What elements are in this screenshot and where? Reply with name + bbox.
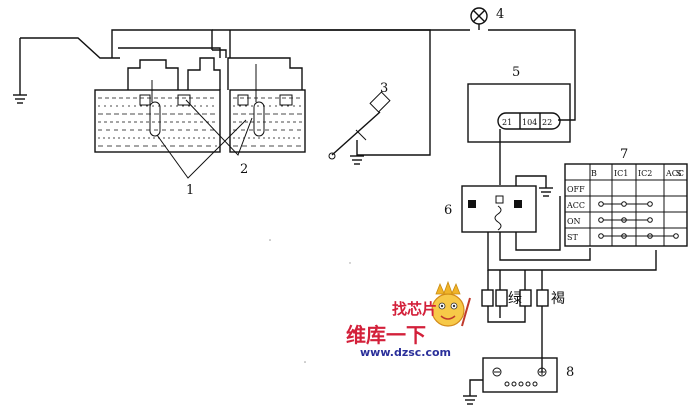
switch-row-acc: ACC [566, 201, 585, 210]
callout-8: 8 [566, 365, 574, 380]
fuel-tank-right [227, 57, 306, 153]
relay-pin-22: 22 [542, 118, 552, 127]
watermark-logo [431, 280, 471, 327]
switch-col-acc: ACC [665, 169, 684, 178]
top-wiring [13, 29, 576, 156]
fuel-tank-left [94, 57, 221, 153]
watermark-brand: 维库一下 [346, 323, 426, 347]
relay [461, 175, 657, 271]
relay-pin-21: 21 [502, 118, 512, 127]
ignition-switch-table [564, 163, 688, 247]
fuel-sender [328, 91, 391, 165]
switch-col-ic1: IC1 [614, 169, 628, 178]
switch-row-off: OFF [567, 185, 585, 194]
watermark-url: www.dzsc.com [360, 346, 451, 359]
scan-specks [269, 239, 351, 363]
switch-col-b: B [591, 169, 597, 178]
warning-lamp [470, 7, 488, 30]
callout-1: 1 [186, 183, 194, 198]
fuse-block [481, 270, 549, 372]
wire-color-brown: 褐 [551, 291, 565, 307]
watermark-top-text: 找芯片 [392, 300, 437, 318]
battery [463, 357, 558, 405]
callout-leaders [156, 99, 253, 179]
switch-col-ic2: IC2 [638, 169, 652, 178]
callout-7: 7 [620, 147, 628, 162]
switch-row-st: ST [567, 233, 578, 242]
switch-col-s: S [676, 169, 681, 178]
wire-color-green: 绿 [508, 291, 522, 307]
relay-pin-104: 104 [522, 118, 537, 127]
switch-row-on: ON [567, 217, 581, 226]
callout-6: 6 [444, 203, 452, 218]
callout-4: 4 [496, 7, 504, 22]
callout-5: 5 [512, 65, 520, 80]
callout-2: 2 [240, 162, 248, 177]
callout-3: 3 [380, 81, 388, 96]
controller-unit [467, 83, 571, 185]
